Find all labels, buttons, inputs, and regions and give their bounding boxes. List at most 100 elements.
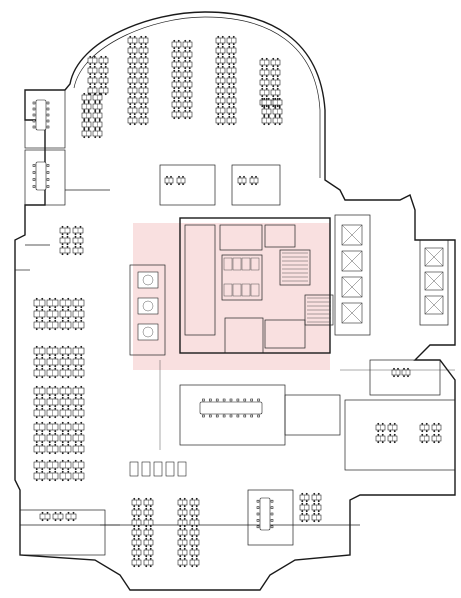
chair bbox=[191, 525, 194, 528]
chair bbox=[149, 535, 152, 538]
chair bbox=[221, 53, 224, 56]
chair bbox=[173, 67, 176, 70]
chair bbox=[61, 459, 64, 462]
chair bbox=[104, 83, 107, 86]
chair bbox=[149, 555, 152, 558]
chair bbox=[87, 101, 90, 104]
chair bbox=[251, 183, 253, 186]
chair bbox=[265, 87, 268, 90]
chair bbox=[54, 319, 57, 322]
chair bbox=[179, 525, 182, 528]
chair bbox=[209, 398, 212, 402]
chair bbox=[93, 83, 96, 86]
chair bbox=[80, 319, 83, 322]
chair bbox=[80, 470, 83, 473]
chair bbox=[195, 557, 198, 560]
chair bbox=[79, 235, 82, 238]
chair bbox=[173, 69, 176, 72]
chair bbox=[41, 470, 44, 473]
chair bbox=[232, 75, 235, 78]
chair bbox=[195, 507, 198, 510]
chair bbox=[144, 63, 147, 66]
chair bbox=[276, 105, 279, 108]
chair bbox=[276, 65, 279, 68]
chair bbox=[80, 468, 83, 471]
chair bbox=[100, 55, 103, 58]
chair bbox=[80, 297, 83, 300]
chair bbox=[313, 512, 316, 515]
chair bbox=[137, 557, 140, 560]
chair bbox=[87, 92, 90, 95]
chair bbox=[59, 519, 62, 522]
chair bbox=[133, 43, 136, 46]
chair bbox=[83, 127, 86, 130]
chair bbox=[74, 356, 77, 359]
exterior-wall bbox=[14, 11, 456, 591]
chair bbox=[133, 557, 136, 560]
chair bbox=[403, 375, 405, 378]
chair bbox=[191, 497, 194, 500]
chair bbox=[54, 479, 57, 482]
chair bbox=[54, 452, 57, 455]
chair bbox=[317, 502, 320, 505]
chair bbox=[377, 430, 380, 433]
chair bbox=[41, 365, 44, 368]
pod-table bbox=[142, 274, 154, 286]
chair bbox=[61, 385, 64, 388]
chair bbox=[177, 79, 180, 82]
chair bbox=[184, 87, 187, 90]
chair bbox=[80, 407, 83, 410]
chair bbox=[243, 398, 247, 402]
chair bbox=[129, 95, 132, 98]
chair bbox=[261, 75, 264, 78]
chair bbox=[35, 421, 38, 424]
chair bbox=[173, 109, 176, 112]
office-top-1 bbox=[159, 164, 216, 206]
chair bbox=[79, 225, 82, 228]
chair bbox=[184, 49, 187, 52]
lift-bank bbox=[334, 214, 371, 336]
chair bbox=[61, 365, 64, 368]
chair bbox=[129, 83, 132, 86]
chair bbox=[195, 525, 198, 528]
chair bbox=[144, 75, 147, 78]
toilet-cubicle bbox=[232, 283, 242, 297]
chair bbox=[137, 537, 140, 540]
chair bbox=[173, 99, 176, 102]
chair bbox=[48, 385, 51, 388]
chair bbox=[94, 100, 97, 103]
chair bbox=[149, 505, 152, 508]
chair bbox=[93, 55, 96, 58]
chair bbox=[41, 479, 44, 482]
lift-bank-right bbox=[419, 239, 449, 326]
toilet-cubicle bbox=[223, 283, 233, 297]
chair bbox=[83, 110, 86, 113]
chair bbox=[191, 565, 194, 568]
chair bbox=[74, 235, 77, 238]
chair bbox=[80, 394, 83, 397]
chair bbox=[66, 243, 69, 246]
chair bbox=[48, 479, 51, 482]
chair bbox=[129, 55, 132, 58]
chair bbox=[129, 35, 132, 38]
chair bbox=[140, 115, 143, 118]
chair bbox=[89, 85, 92, 88]
chair bbox=[74, 470, 77, 473]
chair bbox=[100, 75, 103, 78]
chair bbox=[133, 105, 136, 108]
meeting-pod bbox=[137, 271, 159, 289]
chair bbox=[217, 35, 220, 38]
chair bbox=[276, 95, 279, 98]
chair bbox=[32, 107, 36, 111]
chair bbox=[41, 297, 44, 300]
chair bbox=[54, 432, 57, 435]
chair bbox=[35, 394, 38, 397]
chair bbox=[177, 117, 180, 120]
chair bbox=[61, 479, 64, 482]
chair bbox=[270, 525, 274, 529]
chair bbox=[41, 511, 44, 514]
chair bbox=[250, 398, 253, 402]
chair bbox=[272, 75, 275, 78]
chair bbox=[140, 73, 143, 76]
chair bbox=[32, 125, 36, 129]
